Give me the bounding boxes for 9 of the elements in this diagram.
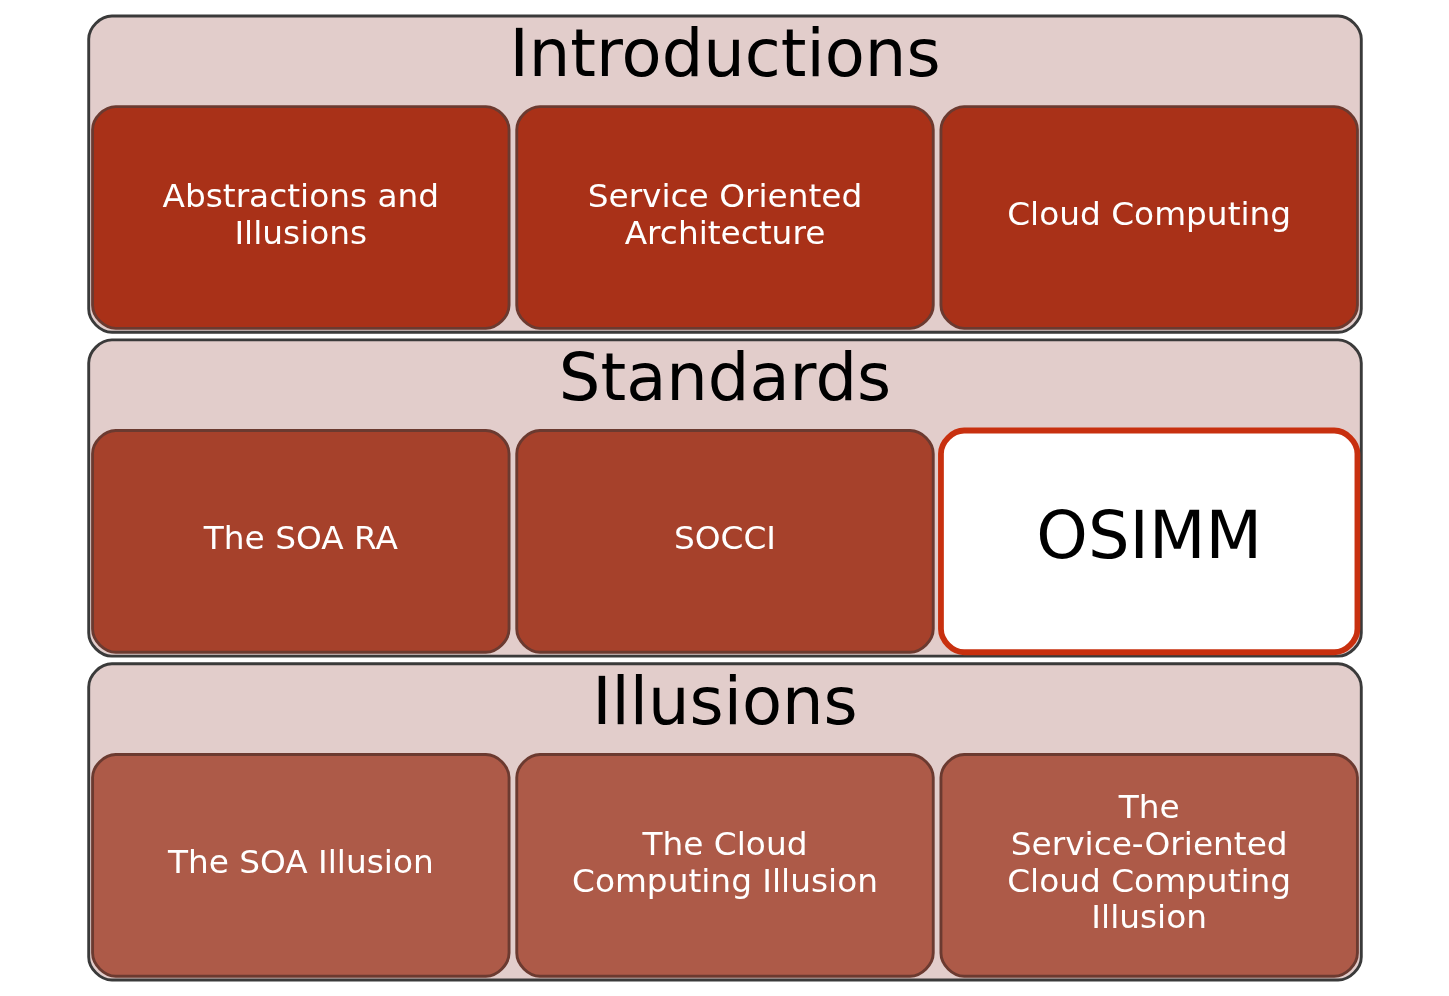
- node-box: The Cloud Computing Illusion: [514, 753, 935, 978]
- node-box: Abstractions and Illusions: [90, 105, 510, 330]
- node-box: Cloud Computing: [939, 105, 1359, 330]
- node-box: OSIMM: [937, 427, 1360, 656]
- node-box: SOCCI: [514, 429, 935, 654]
- node-box: Service Oriented Architecture: [514, 105, 935, 330]
- node-box: The SOA Illusion: [90, 753, 510, 978]
- node-box: The SOA RA: [90, 429, 510, 654]
- node-box: The Service-Oriented Cloud Computing Illusion: [939, 753, 1359, 978]
